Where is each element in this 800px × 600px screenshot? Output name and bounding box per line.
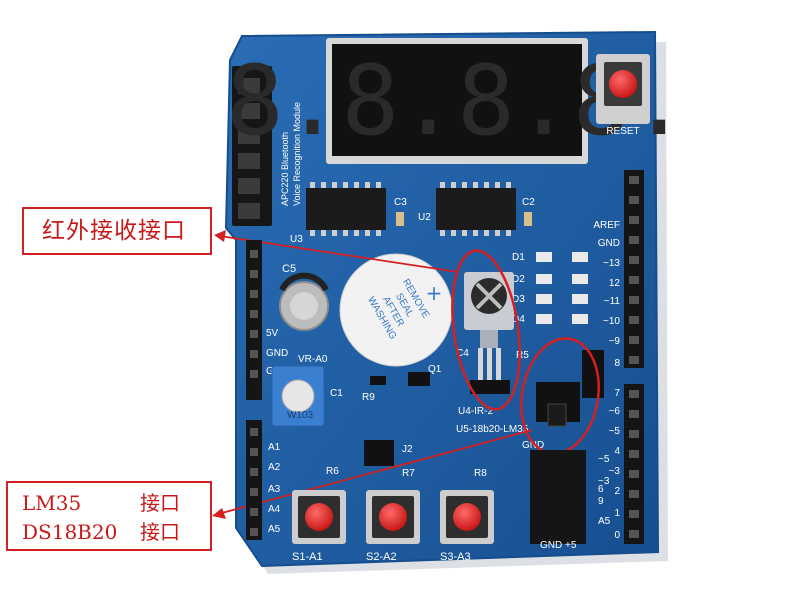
label-a1: A1 (268, 442, 281, 453)
capacitor-c5 (279, 272, 329, 331)
label-a4: A4 (268, 504, 281, 515)
transistor-q1 (408, 372, 430, 386)
label-gnd-bottom: GND (522, 440, 544, 451)
label-5v: 5V (266, 328, 279, 339)
callout-temp-sensor: LM35 接口 DS18B20 接口 (6, 481, 212, 551)
ic-u2 (436, 182, 516, 236)
label-u5: U5-18b20-LM35 (456, 424, 529, 435)
label-s2: S2-A2 (366, 551, 397, 563)
label-a5: A5 (268, 524, 281, 535)
label-p12: 12 (609, 278, 621, 289)
label-vr: VR-A0 (298, 354, 328, 365)
potentiometer (271, 365, 325, 427)
label-p9: ~9 (609, 336, 621, 347)
label-d1: D1 (512, 252, 525, 263)
temp-arrow-line (217, 429, 533, 515)
reset-button[interactable] (596, 54, 650, 124)
label-c2: C2 (522, 197, 535, 208)
label-p2: 2 (614, 486, 620, 497)
label-p5: ~5 (609, 426, 621, 437)
label-p10: ~10 (603, 316, 620, 327)
button-s2[interactable] (366, 490, 420, 544)
callout-ir-receiver: 红外接收接口 (22, 207, 212, 255)
label-gnd-1: GND (266, 348, 288, 359)
label-s1: S1-A1 (292, 551, 323, 563)
label-a2: A2 (268, 462, 281, 473)
label-gnd-plus5: GND +5 (540, 540, 577, 551)
right-header (624, 170, 644, 544)
buzzer-plus: + (426, 281, 443, 305)
resistor-r9 (370, 376, 386, 385)
reset-label: RESET (606, 126, 639, 137)
ic-u3 (306, 182, 386, 236)
button-s1[interactable] (292, 490, 346, 544)
ir-highlight-ellipse (451, 249, 521, 411)
label-r7: R7 (402, 468, 415, 479)
label-block-3: ~3 (598, 476, 610, 487)
label-p13: ~13 (603, 258, 620, 269)
label-c4: C4 (456, 348, 469, 359)
jumper-j2 (364, 440, 394, 466)
label-p1: 1 (614, 508, 620, 519)
label-p3: ~3 (609, 466, 621, 477)
label-a3: A3 (268, 484, 281, 495)
module-line-1: APC220 Bluetooth (280, 132, 290, 206)
label-u2: U2 (418, 212, 431, 223)
ir-receiver (464, 272, 514, 394)
label-r8: R8 (474, 468, 487, 479)
label-aref: AREF (593, 220, 620, 231)
callout-ds18b20-value: 接口 (140, 520, 180, 544)
label-q1: Q1 (428, 364, 442, 375)
label-r6: R6 (326, 466, 339, 477)
label-r5: R5 (516, 350, 529, 361)
apc220-header (232, 66, 272, 226)
label-p7: 7 (614, 388, 620, 399)
cap-c3 (396, 212, 404, 226)
module-line-2: Voice Recognition Module (292, 102, 302, 206)
label-u3: U3 (290, 234, 303, 245)
temp-sensor-socket (536, 350, 604, 427)
label-u4: U4-IR-2 (458, 406, 493, 417)
label-p8: 8 (614, 358, 620, 369)
label-block-a5: A5 (598, 516, 611, 527)
ir-arrow-head (214, 230, 226, 242)
callout-ds18b20-label: DS18B20 (22, 520, 118, 544)
label-d4: D4 (512, 314, 525, 325)
label-gnd-right: GND (598, 238, 620, 249)
label-block-5: ~5 (598, 454, 610, 465)
button-s3[interactable] (440, 490, 494, 544)
label-d3: D3 (512, 294, 525, 305)
label-c5: C5 (282, 263, 296, 275)
callout-ir-text: 红外接收接口 (42, 218, 186, 244)
temp-arrow-head (212, 508, 226, 519)
label-j2: J2 (402, 444, 413, 455)
callout-lm35-value: 接口 (140, 491, 180, 515)
label-block-9: 9 (598, 496, 604, 507)
left-header (246, 240, 262, 540)
cap-c2 (524, 212, 532, 226)
label-r9: R9 (362, 392, 375, 403)
pin-block (530, 450, 586, 544)
label-p6: ~6 (609, 406, 621, 417)
led-array (536, 252, 588, 324)
label-pot: W103 (287, 410, 314, 421)
label-s3: S3-A3 (440, 551, 471, 563)
label-c1: C1 (330, 388, 343, 399)
label-p11: ~11 (604, 296, 621, 307)
label-d2: D2 (512, 274, 525, 285)
callout-lm35-label: LM35 (22, 491, 82, 515)
label-p4: 4 (614, 446, 620, 457)
label-block-6: 6 (598, 484, 604, 495)
buzzer: + REMOVE SEAL AFTER WASHING (339, 253, 453, 367)
label-c3: C3 (394, 197, 407, 208)
label-p0: 0 (614, 530, 620, 541)
